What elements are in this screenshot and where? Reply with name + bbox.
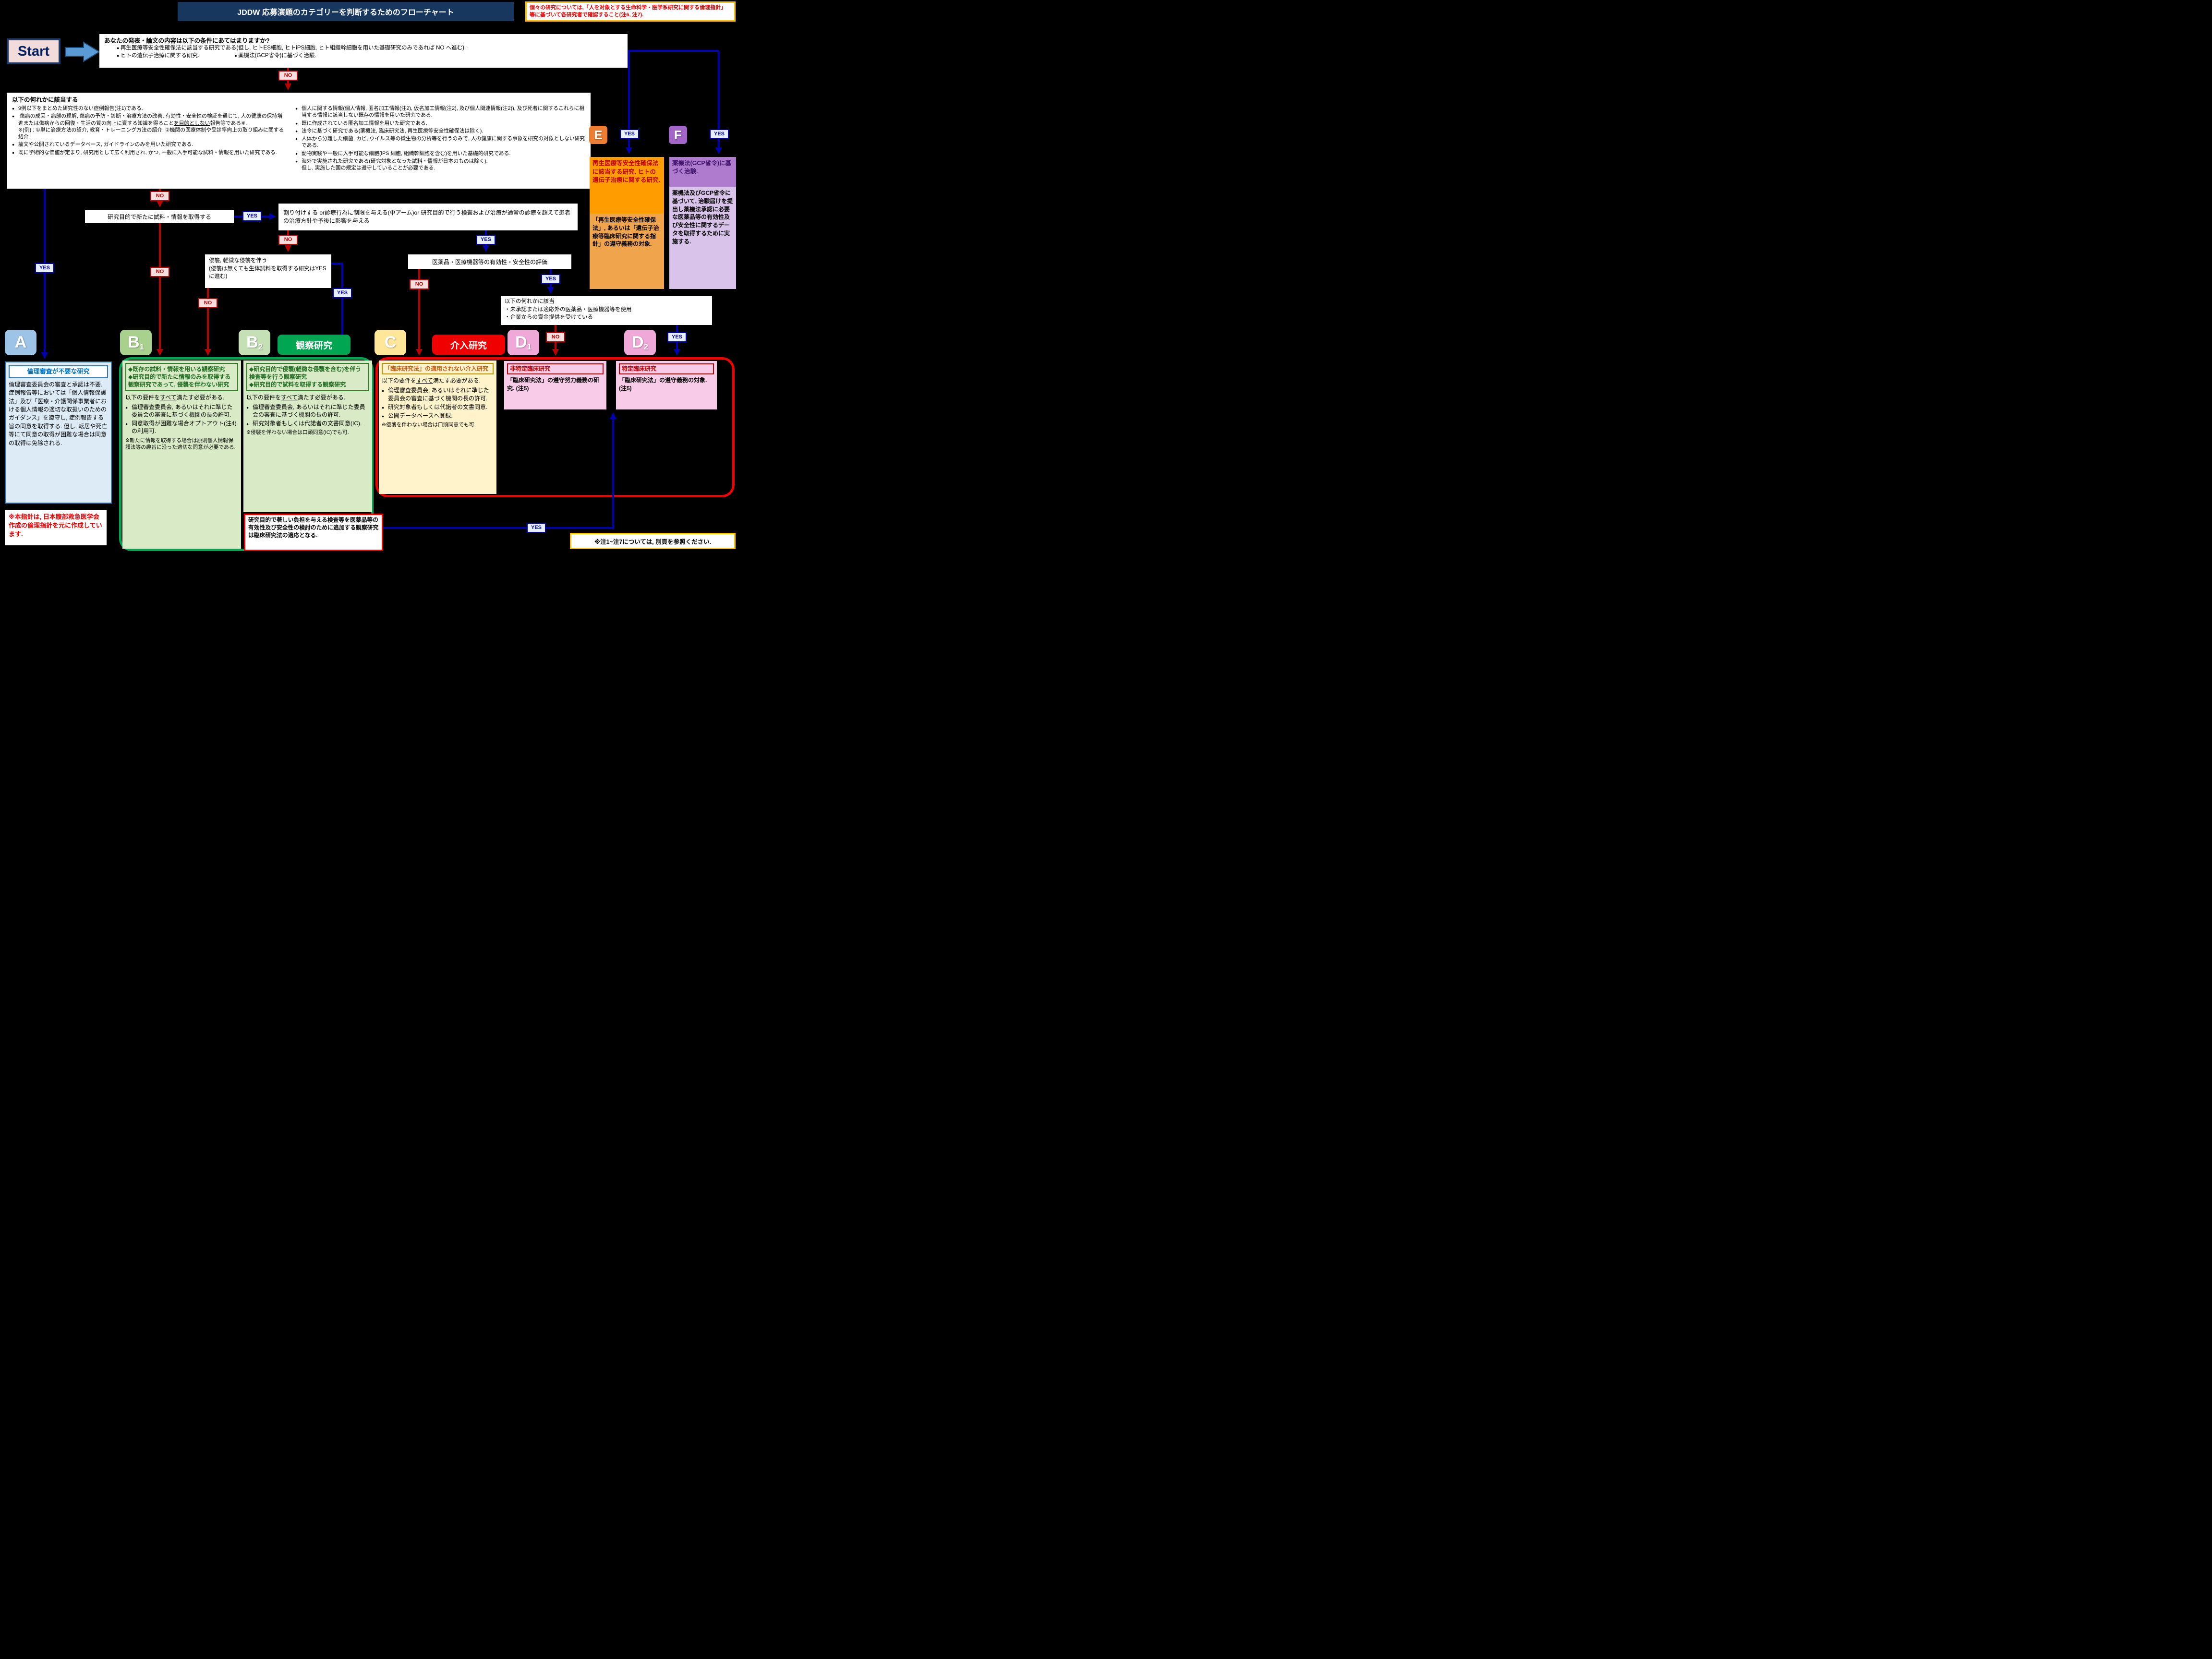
requirements-intro: 以下の要件をすべて満たす必要がある. <box>246 394 346 401</box>
initial-question-title: あなたの発表・論文の内容は以下の条件にあてはまりますか? <box>104 37 270 44</box>
decision-efficacy-box: 医薬品・医療機器等の有効性・安全性の評価 <box>408 254 571 269</box>
no-chip-d2-d3: NO <box>278 235 298 245</box>
decision-allocation-box: 割り付けする or診療行為に制限を与える(単アーム)or 研究目的で行う検査およ… <box>278 204 578 230</box>
category-a-body: 倫理審査委員会の審査と承認は不要. 症例報告等においては「個人情報保護法」及び「… <box>9 381 108 446</box>
category-b2-panel: ◆研究目的で侵襲(軽微な侵襲を含む)を伴う検査等を行う観察研究 ◆研究目的で試料… <box>243 361 372 512</box>
requirement-item: 研究対象者もしくは代諾者の文書同意(IC). <box>246 420 369 427</box>
observational-badge: 観察研究 <box>278 335 351 355</box>
decision-acquire-box: 研究目的で新たに試料・情報を取得する <box>85 210 234 223</box>
category-c-note: ※侵襲を伴わない場合は口頭同意でも可. <box>382 422 476 428</box>
interventional-badge: 介入研究 <box>432 335 505 355</box>
criteria-subnote: ※(例) : ①単に治療方法の紹介, 教育・トレーニング方法の紹介, ②機関の医… <box>18 127 284 140</box>
bottom-left-note: ※本指針は, 日本腹部救急医学会作成の倫理指針を元に作成しています. <box>5 510 107 545</box>
category-b1-panel: ◆既存の試料・情報を用いる観察研究 ◆研究目的で新たに情報のみを取得する観察研究… <box>122 361 241 549</box>
category-d1-body: 「臨床研究法」の遵守努力義務の研究. (注5) <box>507 376 600 392</box>
decision-unapproved-box: 以下の何れかに該当 ・未承認または適応外の医薬品・医療機器等を使用 ・企業からの… <box>501 296 712 325</box>
yes-chip-f: YES <box>710 129 729 139</box>
category-c-header: 「臨床研究法」の適用されない介入研究 <box>382 363 494 375</box>
criteria-item: 既に学術的な価値が定まり, 研究用として広く利用され, かつ, 一般に入手可能な… <box>12 149 287 156</box>
initial-question-item: 再生医療等安全性確保法に該当する研究である(但し, ヒトES細胞, ヒトiPS細… <box>117 45 466 51</box>
requirements-intro: 以下の要件をすべて満たす必要がある. <box>125 394 225 401</box>
start-arrow <box>65 41 100 62</box>
category-d2-panel: 特定臨床研究 「臨床研究法」の遵守義務の対象. (注5) <box>616 361 717 409</box>
category-a-badge: A <box>5 330 36 355</box>
criteria-left-column: 9例以下をまとめた研究性のない症例報告(注1)である. 傷病の成因・病態の理解,… <box>12 105 287 172</box>
no-chip-d3-b1: NO <box>198 298 218 308</box>
decision-invasive-box: 侵襲, 軽微な侵襲を伴う (侵襲は無くても生体試料を取得する研究はYESに進む) <box>205 254 331 288</box>
clinical-trials-act-note: 研究目的で著しい負担を与える検査等を医薬品等の有効性及び安全性の検討のために追加… <box>244 514 383 551</box>
category-b2-header: ◆研究目的で侵襲(軽微な侵襲を含む)を伴う検査等を行う観察研究 ◆研究目的で試料… <box>246 363 369 391</box>
category-b1-header: ◆既存の試料・情報を用いる観察研究 ◆研究目的で新たに情報のみを取得する観察研究… <box>125 363 238 391</box>
yes-chip-e: YES <box>620 129 639 139</box>
requirements-intro: 以下の要件をすべて満たす必要がある. <box>382 377 481 385</box>
top-right-note: 個々の研究については,「人を対象とする生命科学・医学系研究に関する倫理指針」等に… <box>525 1 736 22</box>
category-d2-body: 「臨床研究法」の遵守義務の対象. (注5) <box>619 376 707 392</box>
criteria-item: 人体から分離した細菌, カビ, ウイルス等の微生物の分析等を行うのみで, 人の健… <box>295 135 586 149</box>
decision-unapproved-item: ・未承認または適応外の医薬品・医療機器等を使用 <box>505 306 632 313</box>
criteria-right-column: 個人に関する情報(個人情報, 匿名加工情報(注2), 仮名加工情報(注2), 及… <box>295 105 586 172</box>
yes-chip-d4-d5: YES <box>541 274 560 284</box>
category-a-header: 倫理審査が不要な研究 <box>9 365 108 378</box>
yes-chip-d2-d4: YES <box>476 235 496 245</box>
criteria-item: 論文や公開されているデータベース, ガイドラインのみを用いた研究である. <box>12 141 287 148</box>
category-e-panel-top: 再生医療等安全性確保法に該当する研究. ヒトの遺伝子治療に関する研究. <box>590 157 664 214</box>
category-d1-header: 非特定臨床研究 <box>507 363 604 374</box>
page-title: JDDW 応募演題のカテゴリーを判断するためのフローチャート <box>178 2 514 21</box>
criteria-item: 9例以下をまとめた研究性のない症例報告(注1)である. <box>12 105 287 112</box>
start-box: Start <box>7 38 60 64</box>
initial-question-item: 薬機法(GCP省令)に基づく治験. <box>234 53 316 59</box>
yes-chip-d5-d2: YES <box>667 332 687 342</box>
category-a-panel: 倫理審査が不要な研究 倫理審査委員会の審査と承認は不要. 症例報告等においては「… <box>5 361 112 504</box>
category-e-badge: E <box>589 126 607 144</box>
requirement-item: 倫理審査委員会, あるいはそれに準じた委員会の審査に基づく機関の長の許可. <box>382 386 494 402</box>
no-chip-d1-b1: NO <box>150 267 169 277</box>
decision-unapproved-item: ・企業からの資金提供を受けている <box>505 314 593 321</box>
yes-chip-bottom-d2: YES <box>527 523 546 533</box>
criteria-item: 既に作成されている匿名加工情報を用いた研究である. <box>295 120 586 127</box>
category-b2-note: ※侵襲を伴わない場合は口頭同意(IC)でも可. <box>246 430 349 436</box>
criteria-item: 個人に関する情報(個人情報, 匿名加工情報(注2), 仮名加工情報(注2), 及… <box>295 105 586 119</box>
category-c-panel: 「臨床研究法」の適用されない介入研究 以下の要件をすべて満たす必要がある. 倫理… <box>379 361 496 494</box>
requirement-item: 公開データベースへ登録. <box>382 412 494 420</box>
criteria-item: 傷病の成因・病態の理解, 傷病の予防・診断・治療方法の改善, 有効性・安全性の検… <box>12 113 287 140</box>
requirement-item: 同意取得が困難な場合オプトアウト(注4)の利用可. <box>125 420 238 435</box>
yes-chip-d1-d2: YES <box>242 211 262 221</box>
criteria-title: 以下の何れかに該当する <box>12 96 78 103</box>
category-e-panel-bottom: 「再生医療等安全性確保法」, あるいは「遺伝子治療等臨床研究に関する指針」の遵守… <box>590 214 664 289</box>
category-d1-panel: 非特定臨床研究 「臨床研究法」の遵守努力義務の研究. (注5) <box>504 361 606 409</box>
flowchart-canvas: JDDW 応募演題のカテゴリーを判断するためのフローチャート 個々の研究について… <box>0 0 737 553</box>
no-chip-d5-d1: NO <box>546 332 565 342</box>
yes-chip-d3-b2: YES <box>333 288 352 298</box>
yes-chip-q2-a: YES <box>35 263 54 273</box>
category-f-panel-top: 薬機法(GCP省令)に基づく治験. <box>669 157 736 187</box>
no-chip-q2-d1: NO <box>150 191 169 201</box>
category-c-badge: C <box>375 330 406 355</box>
decision-unapproved-title: 以下の何れかに該当 <box>505 299 555 304</box>
category-f-panel-bottom: 薬機法及びGCP省令に基づいて, 治験届けを提出し薬機法承認に必要な医薬品等の有… <box>669 187 736 289</box>
requirement-item: 倫理審査委員会, あるいはそれに準じた委員会の審査に基づく機関の長の許可. <box>125 403 238 419</box>
bottom-right-note: ※注1~注7については, 別頁を参照ください. <box>570 533 736 549</box>
requirement-item: 倫理審査委員会, あるいはそれに準じた委員会の審査に基づく機関の長の許可. <box>246 403 369 419</box>
criteria-item: 動物実験や一般に入手可能な細胞(iPS 細胞, 組織幹細胞を含む)を用いた基礎的… <box>295 150 586 157</box>
requirement-item: 研究対象者もしくは代諾者の文書同意. <box>382 403 494 411</box>
criteria-item: 海外で実施された研究である(研究対象となった試料・情報が日本のものは除く). 但… <box>295 158 586 172</box>
category-b1-note: ※新たに情報を取得する場合は原則個人情報保護法等の趣旨に沿った適切な同意が必要で… <box>125 437 236 451</box>
initial-question-item: ヒトの遺伝子治療に関する研究. <box>117 53 199 59</box>
no-chip-q1: NO <box>278 71 298 81</box>
category-d2-header: 特定臨床研究 <box>619 363 714 374</box>
category-f-badge: F <box>669 126 687 144</box>
no-chip-d4-c: NO <box>410 279 429 289</box>
criteria-item: 法令に基づく研究である(薬機法, 臨床研究法, 再生医療等安全性確保法は除く). <box>295 128 586 134</box>
initial-question-box: あなたの発表・論文の内容は以下の条件にあてはまりますか? 再生医療等安全性確保法… <box>99 34 628 68</box>
criteria-box: 以下の何れかに該当する 9例以下をまとめた研究性のない症例報告(注1)である. … <box>7 93 591 189</box>
